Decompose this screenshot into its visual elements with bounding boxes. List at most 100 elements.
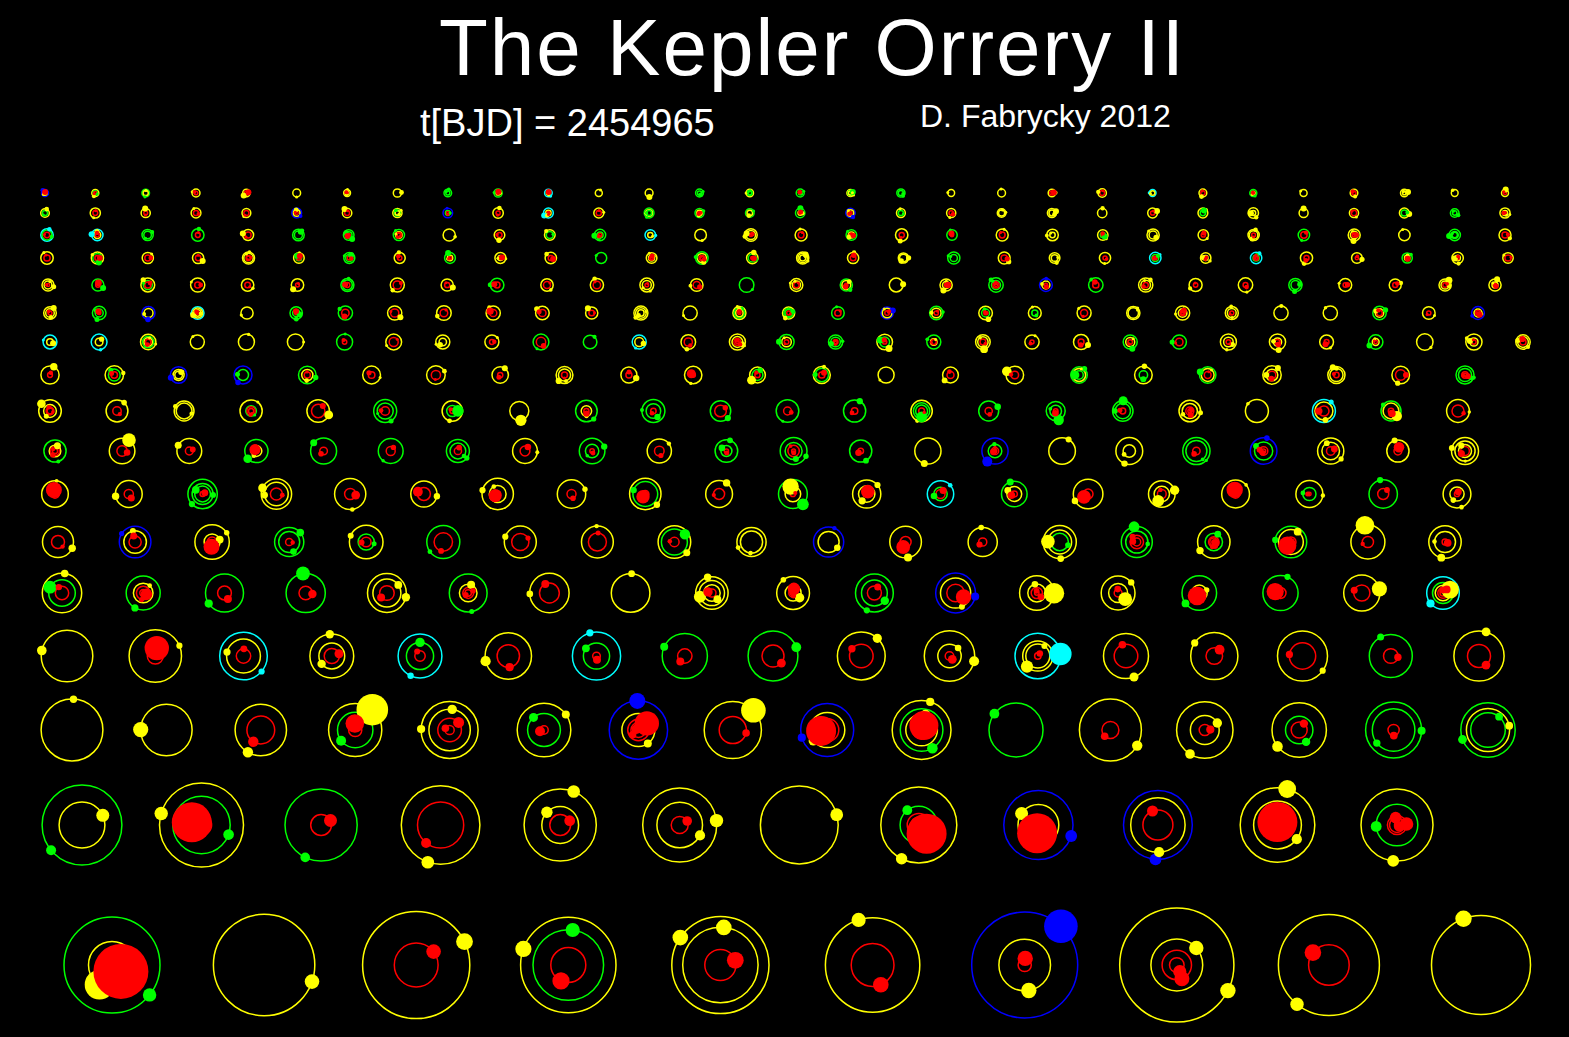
planet-dot [1148,278,1152,282]
planet-dot [44,581,57,594]
planet-dot [806,716,836,746]
orbit-ring [43,335,57,349]
orbit-ring [1250,190,1257,197]
orbit-ring [1443,480,1471,508]
orbit-ring [119,526,151,558]
planet-dot [1275,365,1281,371]
orbit-ring [746,209,755,218]
orbit-ring [658,526,691,559]
orbit-ring [41,699,103,761]
planet-dot [1292,834,1302,844]
planet-dot [1505,722,1513,730]
planet-dot [1526,345,1530,349]
planet-dot [882,337,887,342]
orbit-ring [739,278,754,293]
planet-dot [320,403,326,409]
planet-dot [564,815,575,826]
orbit-ring [174,401,194,421]
planet-dot [834,343,837,346]
orbit-ring [1320,335,1334,349]
planet-dot [1458,443,1464,449]
planet-dot [168,375,174,381]
planet-dot [244,236,247,239]
orbit-ring [427,526,460,559]
planet-dot [926,698,934,706]
orbit-ring [443,208,453,218]
orbit-ring [206,574,244,612]
orbit-ring [1315,402,1333,420]
orbit-ring [630,478,661,509]
orbit-ring [261,479,291,509]
planet-dot [1394,821,1404,831]
orbit-ring [293,229,305,241]
planet-dot [1254,195,1257,198]
orbit-ring [310,634,354,678]
planet-dot [783,316,788,321]
planet-dot [907,814,947,854]
orbit-ring [1220,334,1236,350]
orbit-ring [41,252,53,264]
planet-dot [1152,495,1164,507]
planet-dot [683,549,690,556]
planet-dot [847,279,852,284]
orbit-ring [881,787,957,863]
planet-dot [1506,233,1510,237]
planet-dot [1455,911,1471,927]
planet-dot [46,845,56,855]
planet-dot [45,254,48,257]
planet-dot [1040,282,1044,286]
planet-dot [863,458,869,464]
planet-dot [1245,291,1248,294]
planet-dot [636,490,649,503]
orbit-ring [42,190,49,197]
orbit-ring [504,526,536,558]
planet-dot [535,450,539,454]
planet-dot [899,258,904,263]
orbit-ring [344,253,355,264]
planet-dot [308,590,316,598]
planet-dot [1188,286,1192,290]
planet-dot [654,234,657,237]
orbit-ring [265,482,289,506]
planet-dot [582,644,590,652]
planet-dot [453,235,457,239]
planet-dot [397,213,401,217]
planet-dot [389,310,392,313]
planet-dot [1451,188,1455,192]
planet-dot [145,342,150,347]
planet-dot [1154,208,1160,214]
orbit-ring [1124,791,1193,860]
planet-dot [1278,537,1296,555]
planet-dot [813,372,818,377]
planet-dot [1405,256,1411,262]
planet-dot [1384,487,1390,493]
planet-dot [97,255,103,261]
planet-dot [345,233,351,239]
planet-dot [1220,983,1235,998]
orbit-ring [133,583,153,603]
planet-dot [1461,374,1465,378]
planet-dot [326,630,334,638]
orbit-ring [1362,536,1373,547]
planet-dot [144,237,147,240]
planet-dot [1450,236,1453,239]
orbit-ring [596,253,607,264]
planet-dot [848,288,852,292]
orbit-ring [1135,366,1153,384]
orbit-ring [390,278,404,292]
planet-dot [1409,253,1413,257]
planet-dot [1495,713,1503,721]
planet-dot [112,493,119,500]
planet-dot [1206,726,1214,734]
planet-dot [467,581,475,589]
planet-dot [250,412,253,415]
planet-dot [109,371,114,376]
orbit-ring [143,336,154,347]
orbit-ring [541,279,553,291]
orbit-ring [792,281,800,289]
planet-dot [791,642,801,652]
orbit-ring [797,252,809,264]
planet-dot [788,583,800,595]
planet-dot [342,338,346,342]
planet-dot [900,236,903,239]
